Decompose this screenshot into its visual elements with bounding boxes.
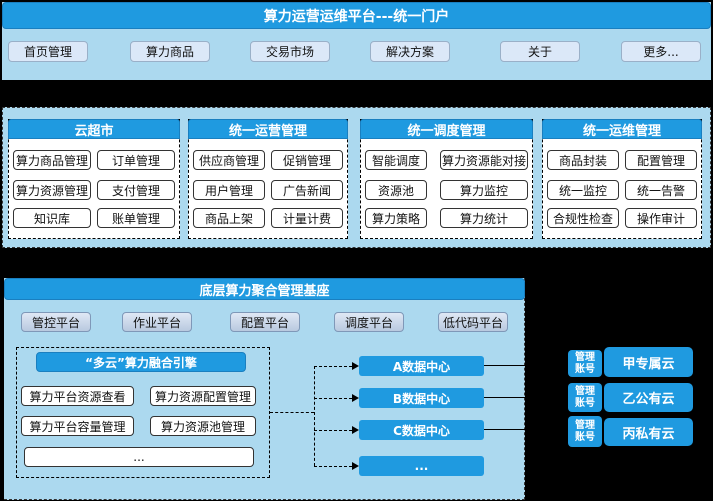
module-title: 云超市	[8, 119, 180, 139]
arrow-line	[314, 430, 352, 431]
account-label: 管理账号	[568, 416, 602, 447]
module-item[interactable]: 促销管理	[271, 150, 343, 170]
arrow-line	[314, 398, 352, 399]
engine-box	[16, 347, 270, 478]
nav-button[interactable]: 首页管理	[8, 41, 88, 62]
module-item[interactable]: 算力监控	[440, 180, 528, 200]
module-item[interactable]: 知识库	[13, 208, 91, 228]
engine-item[interactable]: 算力平台容量管理	[21, 416, 134, 436]
engine-item[interactable]: 算力资源配置管理	[150, 386, 256, 406]
account-label: 管理账号	[568, 383, 602, 412]
account-label: 管理账号	[568, 350, 602, 377]
connector	[270, 412, 314, 413]
platform-button[interactable]: 配置平台	[230, 312, 300, 332]
module-item[interactable]: 资源池	[365, 180, 427, 200]
engine-title: “多云”算力融合引擎	[36, 352, 246, 372]
base-title: 底层算力聚合管理基座	[4, 278, 525, 300]
arrow-line	[314, 366, 352, 367]
module-title: 统一运营管理	[188, 119, 348, 139]
arrow-head-icon	[352, 426, 359, 434]
link-line	[484, 365, 525, 366]
datacenter-box[interactable]: ...	[359, 456, 484, 476]
module-item[interactable]: 算力策略	[365, 208, 427, 228]
module-item[interactable]: 算力商品管理	[13, 150, 91, 170]
arrow-head-icon	[352, 362, 359, 370]
module-item[interactable]: 算力资源管理	[13, 180, 91, 200]
module-title: 统一运维管理	[542, 119, 702, 139]
module-item[interactable]: 统一监控	[547, 180, 619, 200]
module-item[interactable]: 合规性检查	[547, 208, 619, 228]
module-item[interactable]: 广告新闻	[271, 180, 343, 200]
module-title: 统一调度管理	[360, 119, 533, 139]
module-item[interactable]: 供应商管理	[193, 150, 265, 170]
portal-title: 算力运营运维平台---统一门户	[2, 2, 711, 29]
module-item[interactable]: 配置管理	[625, 150, 697, 170]
module-item[interactable]: 账单管理	[97, 208, 175, 228]
engine-item[interactable]: 算力资源池管理	[150, 416, 256, 436]
module-item[interactable]: 算力资源能对接	[440, 150, 528, 170]
nav-button[interactable]: 关于	[500, 41, 580, 62]
nav-button[interactable]: 交易市场	[250, 41, 330, 62]
arrow-head-icon	[352, 462, 359, 470]
portal-panel: 算力运营运维平台---统一门户	[2, 2, 711, 80]
module-item[interactable]: 商品封装	[547, 150, 619, 170]
link-line	[484, 429, 525, 430]
module-item[interactable]: 智能调度	[365, 150, 427, 170]
datacenter-box[interactable]: B数据中心	[359, 388, 484, 408]
cloud-box[interactable]: 乙公有云	[604, 383, 693, 412]
datacenter-box[interactable]: C数据中心	[359, 420, 484, 440]
module-item[interactable]: 算力统计	[440, 208, 528, 228]
module-item[interactable]: 用户管理	[193, 180, 265, 200]
module-item[interactable]: 计量计费	[271, 208, 343, 228]
platform-button[interactable]: 作业平台	[122, 312, 192, 332]
cloud-box[interactable]: 丙私有云	[604, 418, 693, 446]
module-item[interactable]: 订单管理	[97, 150, 175, 170]
module-item[interactable]: 商品上架	[193, 208, 265, 228]
arrow-head-icon	[352, 394, 359, 402]
platform-button[interactable]: 调度平台	[334, 312, 404, 332]
connector	[314, 366, 315, 466]
platform-button[interactable]: 低代码平台	[438, 312, 508, 332]
module-item[interactable]: 统一告警	[625, 180, 697, 200]
nav-button[interactable]: 解决方案	[370, 41, 450, 62]
nav-button[interactable]: 更多...	[621, 41, 701, 62]
platform-button[interactable]: 管控平台	[21, 312, 91, 332]
arrow-line	[314, 466, 352, 467]
module-item[interactable]: 操作审计	[625, 208, 697, 228]
datacenter-box[interactable]: A数据中心	[359, 356, 484, 376]
engine-item-more[interactable]: ...	[24, 447, 254, 467]
module-item[interactable]: 支付管理	[97, 180, 175, 200]
nav-button[interactable]: 算力商品	[130, 41, 210, 62]
link-line	[484, 397, 525, 398]
cloud-box[interactable]: 甲专属云	[604, 347, 693, 377]
engine-item[interactable]: 算力平台资源查看	[21, 386, 134, 406]
